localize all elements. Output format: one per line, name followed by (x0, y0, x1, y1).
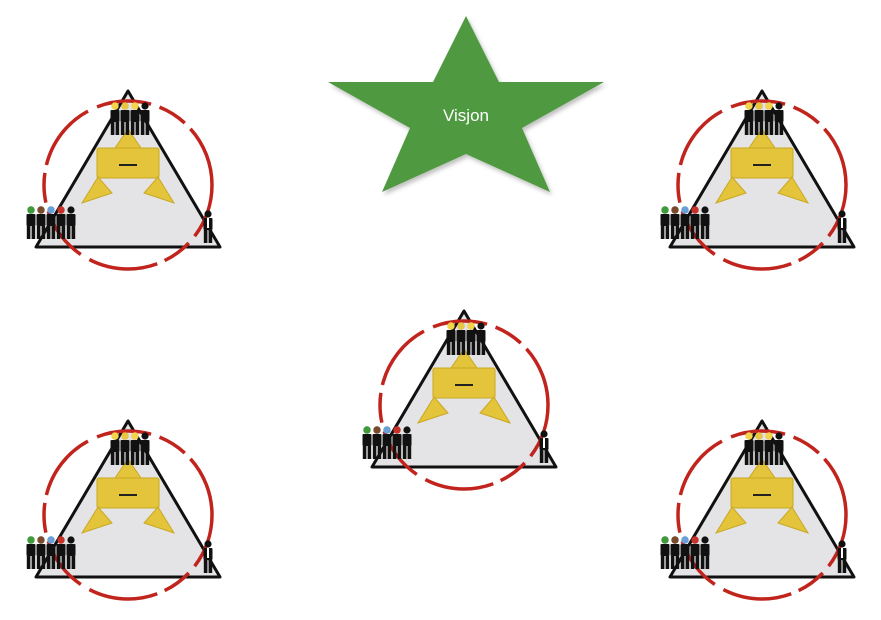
team-bottom-left (27, 421, 221, 599)
vision-label: Visjon (443, 106, 489, 125)
team-center (363, 311, 557, 489)
vision-star (328, 16, 604, 192)
team-bottom-right (661, 421, 855, 599)
team-top-right (661, 91, 855, 269)
team-top-left (27, 91, 221, 269)
